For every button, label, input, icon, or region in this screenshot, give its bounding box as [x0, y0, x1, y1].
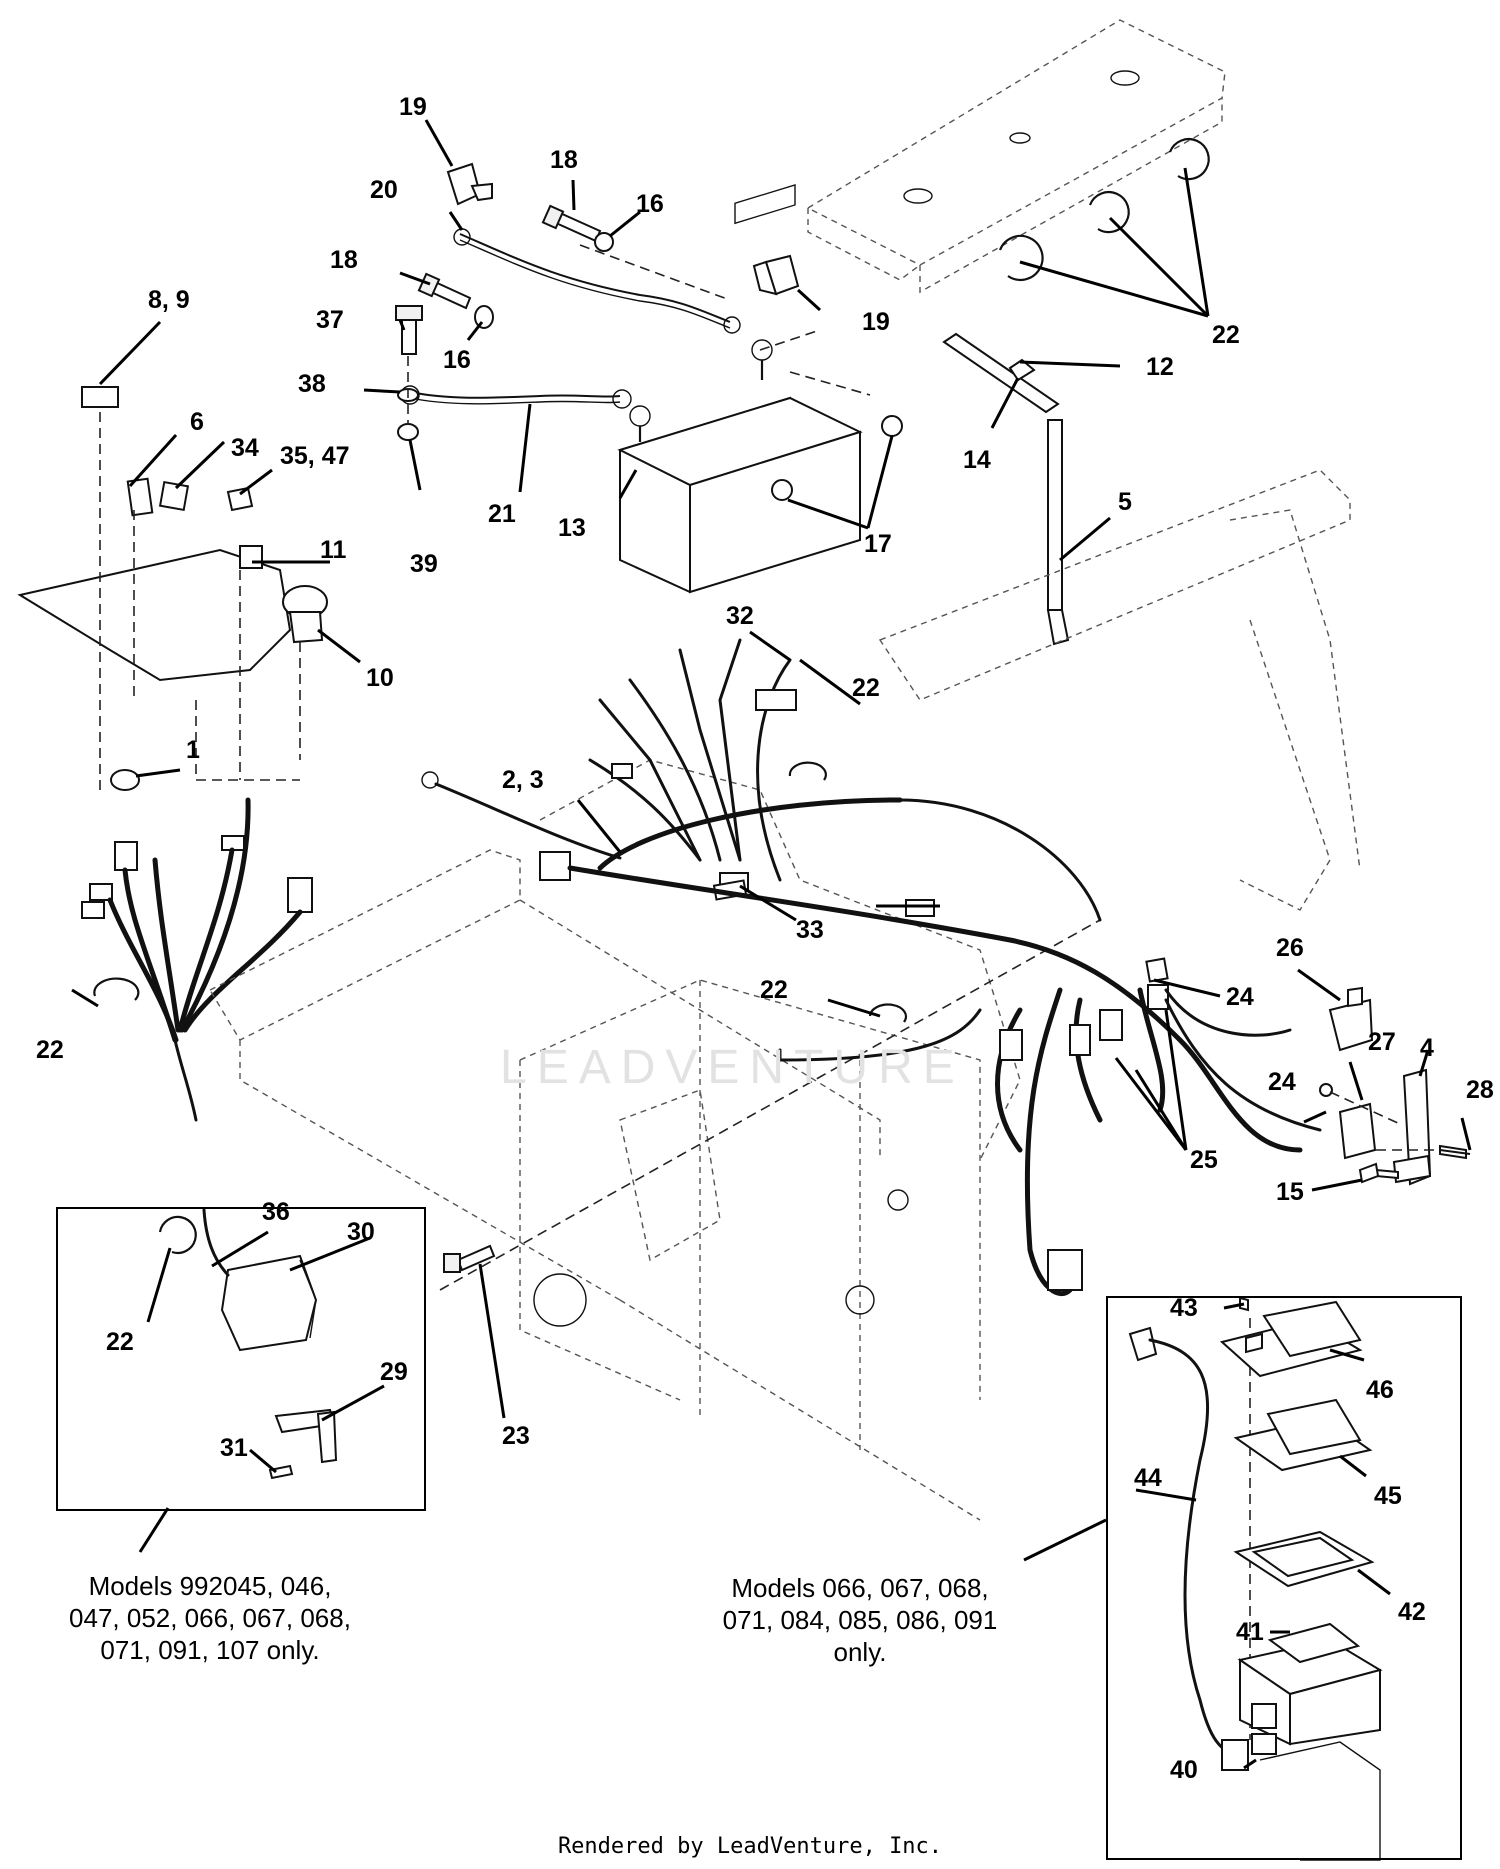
callout-29: 29 — [380, 1358, 408, 1386]
footer-credit: Rendered by LeadVenture, Inc. — [557, 1834, 943, 1859]
callout-10: 10 — [366, 664, 394, 692]
module-stack — [1128, 1300, 1383, 1861]
callout-20: 20 — [370, 176, 398, 204]
battery-cables — [400, 228, 741, 409]
leader-lines — [71, 119, 1472, 1770]
callout-34: 34 — [231, 434, 259, 462]
clip-22-group — [998, 138, 1210, 318]
callout-43: 43 — [1170, 1294, 1198, 1322]
callout-23: 23 — [502, 1422, 530, 1450]
callout-45: 45 — [1374, 1482, 1402, 1510]
callout-30: 30 — [347, 1218, 375, 1246]
callout-35-47: 35, 47 — [280, 442, 350, 470]
callout-13: 13 — [558, 514, 586, 542]
callout-25: 25 — [1190, 1146, 1218, 1174]
callout-32: 32 — [726, 602, 754, 630]
callout-42: 42 — [1398, 1598, 1426, 1626]
callout-18: 18 — [550, 146, 578, 174]
callout-31: 31 — [220, 1434, 248, 1462]
callout-1: 1 — [186, 736, 200, 764]
switch-group — [1319, 986, 1467, 1186]
small-hardware — [443, 1149, 1471, 1312]
frame-crossmember — [806, 19, 1226, 294]
control-panel — [17, 386, 328, 790]
callout-28: 28 — [1466, 1076, 1494, 1104]
callout-27: 27 — [1368, 1028, 1396, 1056]
note-line: Models 992045, 046, — [88, 1571, 332, 1601]
callout-26: 26 — [1276, 934, 1304, 962]
battery — [617, 184, 863, 594]
callout-22: 22 — [106, 1328, 134, 1356]
horn — [158, 1208, 338, 1480]
callout-5: 5 — [1118, 488, 1132, 516]
left-harness — [81, 769, 313, 1122]
callout-6: 6 — [190, 408, 204, 436]
callout-39: 39 — [410, 550, 438, 578]
watermark: LEADVENTURE — [500, 1041, 965, 1094]
note-line: only. — [833, 1637, 887, 1667]
callout-16: 16 — [636, 190, 664, 218]
callout-22: 22 — [1212, 321, 1240, 349]
note-line: 071, 084, 085, 086, 091 — [722, 1605, 998, 1635]
callout-22: 22 — [36, 1036, 64, 1064]
inset-note-horn: Models 992045, 046, 047, 052, 066, 067, … — [30, 1570, 390, 1666]
callout-18: 18 — [330, 246, 358, 274]
callout-36: 36 — [262, 1198, 290, 1226]
callout-16: 16 — [443, 346, 471, 374]
note-line: 047, 052, 066, 067, 068, — [69, 1603, 351, 1633]
callout-19: 19 — [862, 308, 890, 336]
callout-15: 15 — [1276, 1178, 1304, 1206]
callout-22: 22 — [760, 976, 788, 1004]
callout-17: 17 — [864, 530, 892, 558]
callout-12: 12 — [1146, 353, 1174, 381]
inset-note-module: Models 066, 067, 068, 071, 084, 085, 086… — [700, 1572, 1020, 1668]
callout-38: 38 — [298, 370, 326, 398]
callout-2-3: 2, 3 — [502, 766, 544, 794]
main-harness — [421, 638, 1322, 1297]
callout-24: 24 — [1268, 1068, 1296, 1096]
callout-8-9: 8, 9 — [148, 286, 190, 314]
callout-40: 40 — [1170, 1756, 1198, 1784]
callout-11: 11 — [320, 536, 347, 564]
note-line: 071, 091, 107 only. — [100, 1635, 320, 1665]
callout-46: 46 — [1366, 1376, 1394, 1404]
callout-24: 24 — [1226, 983, 1254, 1011]
inset-box-module — [1106, 1296, 1462, 1860]
inset-box-horn — [56, 1207, 426, 1511]
hold-down — [942, 332, 1070, 646]
terminal-cover — [446, 162, 800, 296]
callout-37: 37 — [316, 306, 344, 334]
callout-44: 44 — [1134, 1464, 1162, 1492]
callout-21: 21 — [488, 500, 516, 528]
callout-14: 14 — [963, 446, 991, 474]
callout-19: 19 — [399, 93, 427, 121]
callout-4: 4 — [1420, 1034, 1434, 1062]
nut-17 — [771, 415, 903, 530]
callout-22: 22 — [852, 674, 880, 702]
callout-41: 41 — [1236, 1618, 1264, 1646]
callout-33: 33 — [796, 916, 824, 944]
note-line: Models 066, 067, 068, — [731, 1573, 989, 1603]
hardware — [395, 204, 614, 441]
